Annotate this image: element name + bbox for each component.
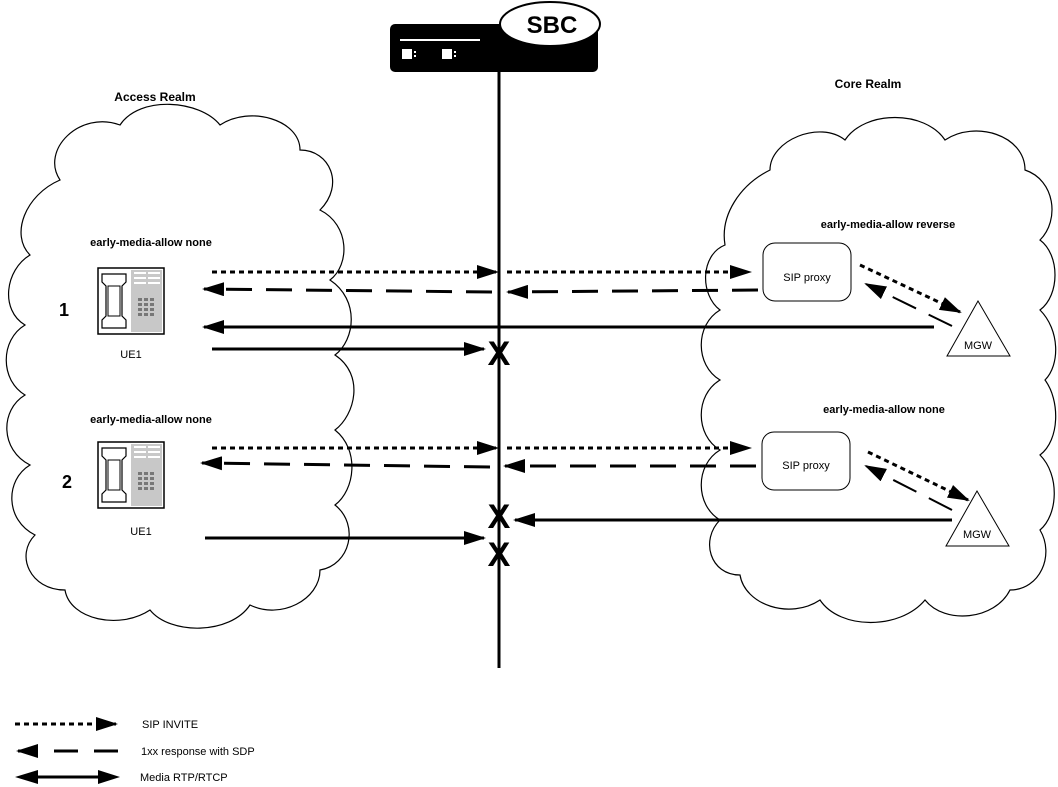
scenario-2: early-media-allow none 2 UE1 early-media… bbox=[62, 404, 1010, 574]
sip-proxy-label: SIP proxy bbox=[782, 460, 830, 472]
port-icon bbox=[442, 49, 452, 59]
ue-phone-icon bbox=[97, 267, 165, 335]
ue-label: UE1 bbox=[120, 349, 141, 361]
1xx-response-arrow bbox=[200, 456, 491, 471]
mgw: MGW bbox=[945, 489, 1010, 547]
legend-item-media: Media RTP/RTCP bbox=[15, 770, 228, 784]
core-realm-cloud bbox=[700, 116, 1057, 624]
legend-item-1xx-response: 1xx response with SDP bbox=[16, 744, 255, 758]
sbc-label: SBC bbox=[527, 12, 578, 39]
scenario-1: early-media-allow none 1 UE1 early-media… bbox=[59, 219, 1011, 373]
sip-invite-arrow bbox=[859, 263, 962, 314]
access-realm-title: Access Realm bbox=[114, 90, 195, 104]
1xx-response-arrow bbox=[202, 282, 493, 297]
legend: SIP INVITE 1xx response with SDP Media R… bbox=[15, 717, 255, 784]
legend-item-sip-invite: SIP INVITE bbox=[15, 717, 198, 731]
mgw-label: MGW bbox=[963, 529, 992, 541]
access-realm-cloud bbox=[5, 103, 355, 629]
scenario-number: 2 bbox=[62, 472, 72, 492]
scenario-number: 1 bbox=[59, 300, 69, 320]
sip-invite-arrow bbox=[867, 450, 970, 502]
sip-proxy: SIP proxy bbox=[761, 431, 851, 491]
legend-label: SIP INVITE bbox=[142, 719, 198, 731]
legend-label: Media RTP/RTCP bbox=[140, 772, 228, 784]
core-policy-label: early-media-allow none bbox=[823, 404, 945, 416]
1xx-response-arrow bbox=[864, 283, 953, 327]
1xx-response-arrow bbox=[864, 465, 953, 511]
sbc-device: SBC bbox=[390, 1, 601, 72]
mgw-label: MGW bbox=[964, 340, 993, 352]
mgw: MGW bbox=[946, 299, 1011, 357]
ue-label: UE1 bbox=[130, 526, 151, 538]
1xx-response-arrow bbox=[506, 284, 759, 299]
media-blocked-x-icon: X bbox=[488, 498, 511, 536]
access-policy-label: early-media-allow none bbox=[90, 414, 212, 426]
sip-proxy: SIP proxy bbox=[762, 242, 852, 302]
port-icon bbox=[402, 49, 412, 59]
legend-label: 1xx response with SDP bbox=[141, 746, 255, 758]
ue-phone-icon bbox=[97, 441, 165, 509]
media-blocked-x-icon: X bbox=[488, 335, 511, 373]
core-realm-title: Core Realm bbox=[835, 77, 902, 91]
sip-proxy-label: SIP proxy bbox=[783, 272, 831, 284]
access-policy-label: early-media-allow none bbox=[90, 237, 212, 249]
core-policy-label: early-media-allow reverse bbox=[821, 219, 956, 231]
media-blocked-x-icon: X bbox=[488, 536, 511, 574]
